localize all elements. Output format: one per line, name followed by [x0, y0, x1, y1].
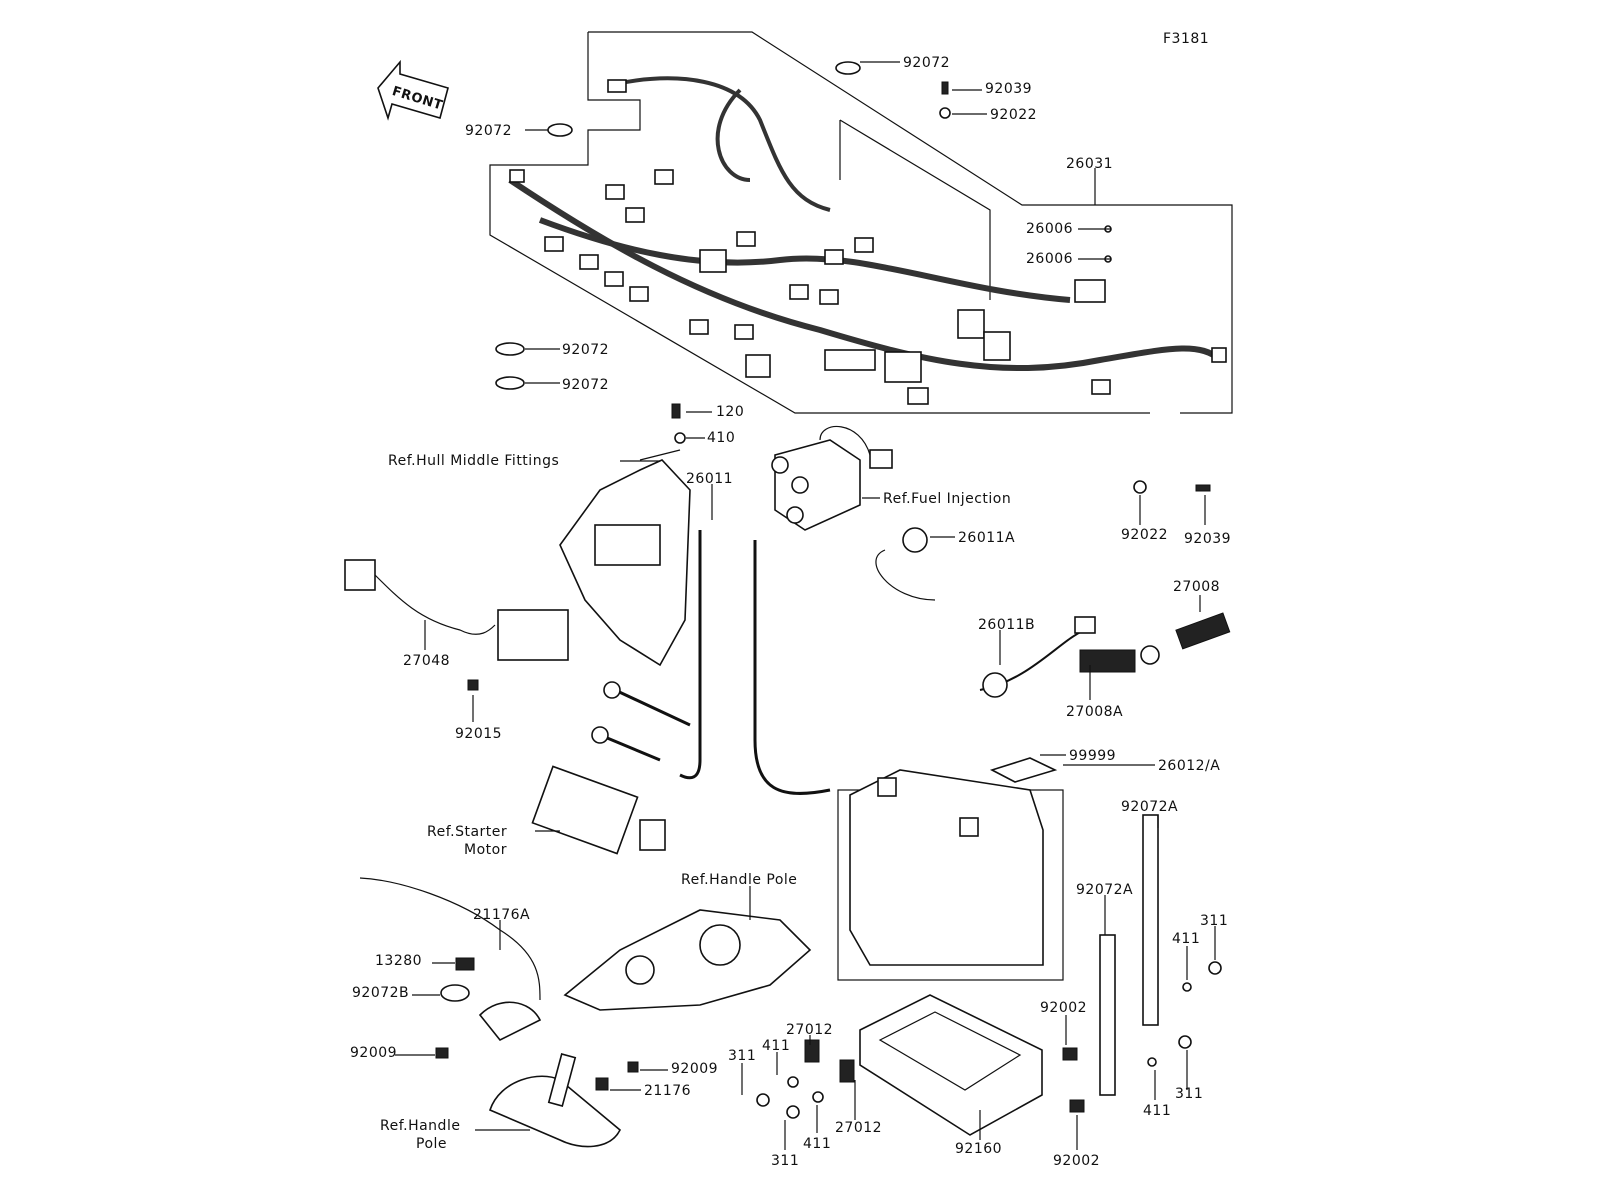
- label-26011A: 26011A: [958, 530, 1015, 546]
- front-arrow-icon: FRONT: [377, 59, 449, 121]
- label-motor: Motor: [464, 842, 507, 858]
- cover-21176A: [478, 1001, 542, 1042]
- label-411-b: 411: [762, 1038, 790, 1054]
- label-26006-a: 26006: [1026, 221, 1073, 237]
- label-92160: 92160: [955, 1141, 1002, 1157]
- label-92002-b: 92002: [1053, 1153, 1100, 1169]
- label-92009-b: 92009: [671, 1061, 718, 1077]
- label-26031: 26031: [1066, 156, 1113, 172]
- label-92072-left: 92072: [465, 123, 512, 139]
- label-26011: 26011: [686, 471, 733, 487]
- battery: [849, 757, 1058, 966]
- label-92072-d: 92072: [562, 377, 609, 393]
- figure-code: F3181: [1163, 31, 1209, 47]
- hull-middle-fitting: [559, 449, 691, 667]
- label-92072-c: 92072: [562, 342, 609, 358]
- label-92022-right: 92022: [1121, 527, 1168, 543]
- label-411-c: 411: [1143, 1103, 1171, 1119]
- label-26012-A: 26012/A: [1158, 758, 1220, 774]
- label-92072A-b: 92072A: [1076, 882, 1133, 898]
- label-26006-b: 26006: [1026, 251, 1073, 267]
- label-92039-top: 92039: [985, 81, 1032, 97]
- label-27008: 27008: [1173, 579, 1220, 595]
- part-13280: [455, 957, 475, 971]
- label-411-a: 411: [1172, 931, 1200, 947]
- part-labels: 92072 92039 92022 92072 26031 26006 2600…: [350, 55, 1231, 1169]
- label-120: 120: [716, 404, 744, 420]
- battery-cable-26011-2: [753, 540, 831, 795]
- label-92022-top: 92022: [990, 107, 1037, 123]
- hardware: [435, 961, 1222, 1119]
- label-92072-top: 92072: [903, 55, 950, 71]
- label-92072A-a: 92072A: [1121, 799, 1178, 815]
- label-311-a: 311: [1200, 913, 1228, 929]
- label-26011B: 26011B: [978, 617, 1035, 633]
- label-27048: 27048: [403, 653, 450, 669]
- label-92015: 92015: [455, 726, 502, 742]
- label-ref-starter: Ref.Starter: [427, 824, 507, 840]
- battery-straps-92072A: [1099, 814, 1159, 1096]
- label-92039-right: 92039: [1184, 531, 1231, 547]
- terminal-cap-26011B: [982, 672, 1008, 698]
- label-311-b: 311: [728, 1048, 756, 1064]
- starter-motor: [531, 681, 691, 855]
- key-27008: [1140, 612, 1231, 665]
- cable-26011A: [875, 549, 936, 601]
- label-21176: 21176: [644, 1083, 691, 1099]
- label-311-c: 311: [1175, 1086, 1203, 1102]
- label-ref-hull-middle-fittings: Ref.Hull Middle Fittings: [388, 453, 559, 469]
- label-92072B: 92072B: [352, 985, 409, 1001]
- cable-21176A: [359, 877, 541, 1001]
- handle-pole-assembly: [489, 909, 812, 1148]
- label-27008A: 27008A: [1066, 704, 1123, 720]
- leader-lines: [395, 61, 1216, 1150]
- main-wire-harness: [508, 76, 1227, 405]
- relay-27048: [344, 559, 569, 691]
- key-27008A: [1079, 649, 1136, 673]
- harness-sub-outline: [839, 119, 991, 300]
- harness-outline-lower: [489, 32, 1150, 414]
- label-27012-b: 27012: [835, 1120, 882, 1136]
- label-ref-handle-pole-top: Ref.Handle Pole: [681, 872, 797, 888]
- clip-parts: [495, 61, 1211, 494]
- label-ref-handle: Ref.Handle: [380, 1118, 460, 1134]
- label-13280: 13280: [375, 953, 422, 969]
- label-21176A: 21176A: [473, 907, 530, 923]
- label-311-d: 311: [771, 1153, 799, 1169]
- label-410: 410: [707, 430, 735, 446]
- battery-tray-92160: [859, 994, 1043, 1136]
- connector-26011B: [1074, 616, 1096, 634]
- label-92002-a: 92002: [1040, 1000, 1087, 1016]
- terminal-cap-26011A: [902, 527, 928, 553]
- clip-92072B: [440, 984, 470, 1002]
- label-99999: 99999: [1069, 748, 1116, 764]
- label-pole: Pole: [416, 1136, 447, 1152]
- label-92009-a: 92009: [350, 1045, 397, 1061]
- harness-group-outline: [588, 31, 1233, 414]
- battery-cable-26011: [679, 530, 702, 780]
- label-411-d: 411: [803, 1136, 831, 1152]
- label-ref-fuel-injection: Ref.Fuel Injection: [883, 491, 1011, 507]
- fuel-injection-relay: [771, 425, 893, 531]
- label-27012-a: 27012: [786, 1022, 833, 1038]
